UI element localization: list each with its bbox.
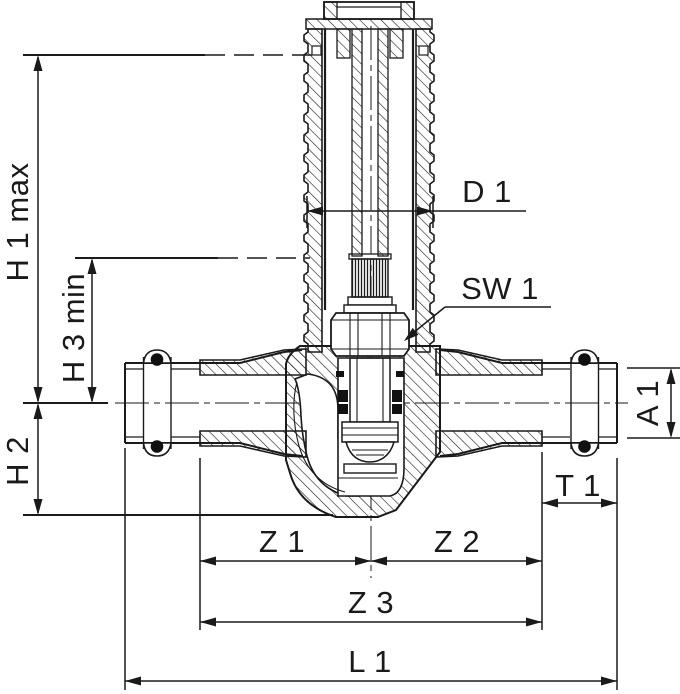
arrowhead [601, 498, 617, 508]
dimension-h3-min: H 3 min [56, 258, 97, 403]
cap-skirt [389, 28, 404, 59]
arrowhead [33, 387, 43, 403]
dimension-a1: A 1 [627, 367, 680, 439]
arrowhead [542, 498, 558, 508]
arrowhead [200, 617, 216, 627]
dimension-h1-max: H 1 max [0, 55, 43, 403]
valve-section [124, 1, 618, 518]
oring-seal [150, 353, 164, 366]
cap-skirt [336, 28, 351, 59]
bonnet-wall-left [303, 28, 323, 353]
dimension-sw1: SW 1 [404, 271, 551, 341]
dimension-h2: H 2 [0, 403, 43, 515]
valve-seat [343, 463, 397, 474]
stem-oring-seal [338, 390, 348, 402]
arrowhead [666, 368, 676, 384]
gland-and-hex-nut [330, 296, 410, 357]
arrowhead [526, 556, 542, 566]
dimension-z3: Z 3 [200, 585, 542, 627]
arrowhead [33, 55, 43, 71]
dimension-z1-z2: Z 1 Z 2 [200, 524, 542, 566]
disc-holder [341, 421, 399, 443]
dim-label-d1: D 1 [462, 174, 512, 209]
dim-label-z1: Z 1 [259, 524, 305, 559]
arrowhead [87, 258, 97, 274]
packing-seal [396, 371, 404, 377]
dimension-d1: D 1 [306, 174, 526, 228]
stem-oring-seal [392, 404, 402, 414]
arrowhead [666, 422, 676, 438]
packing-seal [336, 371, 344, 377]
dimension-t1: T 1 [542, 468, 617, 508]
left-press-port [124, 348, 307, 458]
splined-spindle [348, 253, 392, 298]
arrowhead [125, 676, 141, 686]
arrowhead [200, 556, 216, 566]
dim-label-h2: H 2 [0, 436, 35, 486]
dim-label-z2: Z 2 [434, 524, 480, 559]
right-press-port [435, 348, 618, 458]
arrowhead [526, 617, 542, 627]
dim-label-sw1: SW 1 [461, 271, 539, 306]
valve-disc [345, 441, 395, 463]
arrowhead [371, 556, 387, 566]
dim-label-h3-min: H 3 min [56, 273, 91, 383]
stem-oring-seal [392, 390, 402, 402]
valve-internals [336, 357, 404, 479]
ribbed-bonnet [303, 28, 435, 353]
arrowhead [417, 206, 433, 216]
arrowhead [33, 499, 43, 515]
dimension-l1: L 1 [125, 644, 617, 686]
protection-cap [305, 1, 433, 59]
dim-label-t1: T 1 [555, 468, 601, 503]
dim-label-l1: L 1 [348, 644, 391, 679]
dim-label-h1-max: H 1 max [0, 163, 35, 282]
arrowhead [404, 327, 419, 341]
dimensions: H 1 max H 3 min H 2 D 1 [0, 54, 680, 690]
stem-oring-seal [338, 404, 348, 414]
spindle-guide-tube [351, 28, 389, 257]
cap-flange [305, 18, 433, 30]
reference-lines [23, 54, 333, 516]
extension-lines [124, 448, 618, 690]
arrowhead [355, 556, 371, 566]
dim-label-z3: Z 3 [348, 585, 394, 620]
dim-label-a1: A 1 [630, 380, 665, 426]
arrowhead [33, 403, 43, 419]
arrowhead [601, 676, 617, 686]
arrowhead [307, 206, 323, 216]
hex-nut [330, 312, 410, 357]
arrowhead [87, 387, 97, 403]
bonnet-wall-right [415, 28, 435, 353]
oring-seal [578, 440, 591, 453]
oring-seal [578, 353, 591, 366]
oring-seal [150, 440, 164, 453]
